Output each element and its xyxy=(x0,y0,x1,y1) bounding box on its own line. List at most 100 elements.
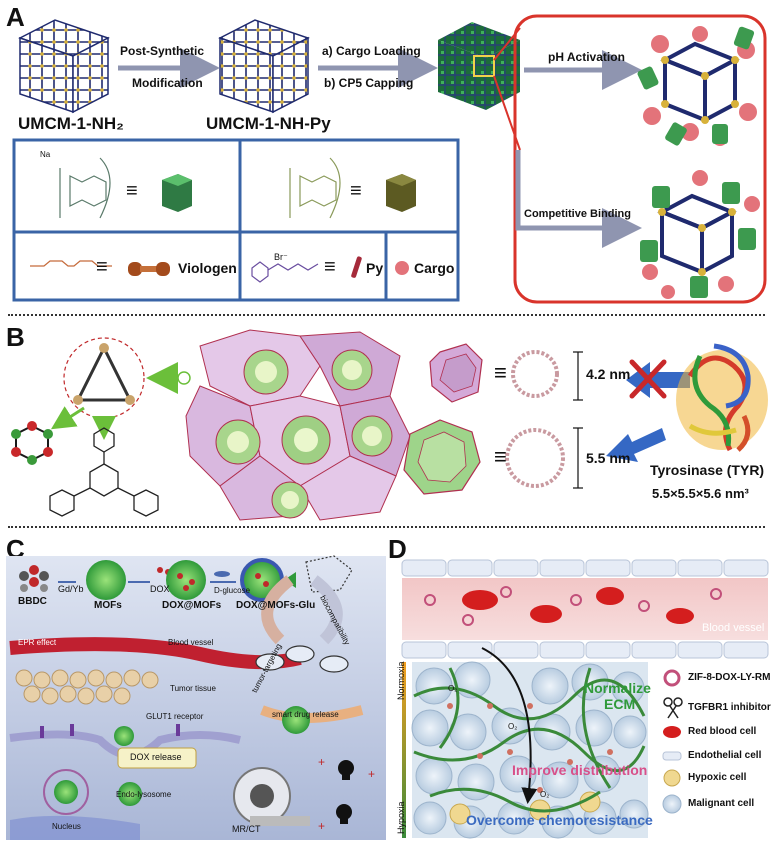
oxygen-gradient-bar xyxy=(402,662,406,838)
ph-released-cage xyxy=(637,26,757,146)
tritopic-ligand-structure xyxy=(49,427,159,517)
legend-label-tgfbr1: TGFBR1 inhibitor xyxy=(688,702,771,713)
svg-text:+: + xyxy=(318,819,325,833)
metal-cluster-icon xyxy=(11,421,53,465)
svg-text:+: + xyxy=(368,767,375,781)
label-dox: DOX xyxy=(150,584,170,594)
skull-icon xyxy=(336,760,354,824)
mr-ct-scanner-icon xyxy=(233,767,310,826)
separator-ab xyxy=(8,314,765,316)
triangle-node xyxy=(75,344,133,402)
small-cage-icon xyxy=(429,343,483,403)
endosome xyxy=(43,769,89,815)
distribution-arrow xyxy=(481,647,538,804)
dox-release-box xyxy=(117,747,197,769)
equiv-large: ≡ xyxy=(494,444,507,469)
viologen-icon xyxy=(128,262,170,276)
label-modification: Modification xyxy=(132,76,203,90)
umcm-nh2-crystal xyxy=(18,19,110,114)
panel-letter-d: D xyxy=(388,534,407,564)
panel-b-graphic xyxy=(11,329,768,521)
label-o2-2: O₂ xyxy=(508,722,518,731)
glut1-receptors xyxy=(40,724,180,738)
label-tumor-tissue: Tumor tissue xyxy=(170,684,216,693)
label-tyrosinase: Tyrosinase (TYR) xyxy=(650,462,765,478)
mof-cage-network xyxy=(185,329,411,521)
legend-label-hypoxic: Hypoxic cell xyxy=(688,772,747,783)
label-small-cage-size: 4.2 nm xyxy=(586,366,631,382)
label-cargo-loading: a) Cargo Loading xyxy=(322,44,421,58)
cargo-icon xyxy=(395,261,409,275)
label-mofs: MOFs xyxy=(94,600,122,611)
label-cp5-capping: b) CP5 Capping xyxy=(324,76,414,90)
label-normalize: Normalize xyxy=(584,680,651,696)
label-dox-mofs-glu: DOX@MOFs-Glu xyxy=(236,600,316,611)
legend-scissors-icon xyxy=(663,697,683,719)
label-blood-vessel-d: Blood vessel xyxy=(702,622,765,634)
endothelial-row-top xyxy=(401,559,769,577)
label-py: Py xyxy=(366,260,384,276)
label-br: Br⁻ xyxy=(274,252,288,262)
label-nucleus: Nucleus xyxy=(52,822,81,831)
equiv-1: ≡ xyxy=(126,180,138,202)
equiv-2: ≡ xyxy=(350,180,362,202)
panel-d-graphic xyxy=(401,559,769,839)
label-dox-mofs: DOX@MOFs xyxy=(162,600,222,611)
label-post-synthetic: Post-Synthetic xyxy=(120,44,205,58)
label-dox-release: DOX release xyxy=(130,752,182,762)
panel-letter-a: A xyxy=(6,2,25,32)
arrow-competitive-binding xyxy=(515,150,642,248)
competitive-binding-cage xyxy=(640,170,760,299)
tumor-tissue xyxy=(15,669,159,705)
label-smart-drug-release: smart drug release xyxy=(272,710,339,719)
legend-malignant-icon xyxy=(662,794,682,814)
label-tyrosinase-size: 5.5×5.5×5.6 nm³ xyxy=(652,486,749,501)
label-endo-lysosome: Endo-lysosome xyxy=(116,790,172,799)
label-competitive-binding: Competitive Binding xyxy=(524,208,631,220)
nucleus xyxy=(10,815,140,840)
fish-group-icon xyxy=(255,645,349,673)
label-d-glucose: D-glucose xyxy=(214,586,251,595)
blue-arrow-enter xyxy=(606,428,666,462)
label-umcm-nhpy: UMCM-1-NH-Py xyxy=(206,114,331,133)
cp5-ring-icon xyxy=(162,174,192,212)
dimension-arrow-large xyxy=(573,427,583,489)
node-zoom-circle xyxy=(63,337,145,419)
py-icon xyxy=(351,256,362,278)
bbdc-molecule xyxy=(19,565,49,592)
large-cage-icon xyxy=(403,419,481,495)
label-umcm-nh2: UMCM-1-NH₂ xyxy=(18,114,124,133)
panel-a-graphic xyxy=(12,14,767,304)
label-large-cage-size: 5.5 nm xyxy=(586,450,631,466)
label-viologen: Viologen xyxy=(178,260,237,276)
label-cargo: Cargo xyxy=(414,260,455,276)
endothelial-row-bottom xyxy=(401,641,769,659)
label-na: Na xyxy=(40,150,51,159)
label-o2-1: O₂ xyxy=(448,684,458,693)
legend-label-endothelial: Endothelial cell xyxy=(688,750,762,761)
legend-label-nanoparticle: ZIF-8-DOX-LY-RM xyxy=(688,672,771,683)
label-gd-yb: Gd/Yb xyxy=(58,584,84,594)
legend-label-rbc: Red blood cell xyxy=(688,726,757,737)
panel-letter-b: B xyxy=(6,322,25,352)
nanoparticles-in-vessel xyxy=(424,586,722,626)
malignant-cells xyxy=(411,661,649,839)
red-blood-cells xyxy=(462,587,694,624)
equiv-4: ≡ xyxy=(324,256,336,278)
label-hypoxia: Hypoxia xyxy=(396,801,406,834)
equiv-3: ≡ xyxy=(96,256,108,278)
legend-endothelial-icon xyxy=(662,751,682,761)
label-normoxia: Normoxia xyxy=(396,661,406,700)
label-epr-effect: EPR effect xyxy=(18,638,57,647)
legend-label-malignant: Malignant cell xyxy=(688,798,755,809)
equiv-small: ≡ xyxy=(494,360,507,385)
cp5-structure-1 xyxy=(59,157,111,219)
separator-bc xyxy=(8,526,765,528)
label-o2-3: O₂ xyxy=(540,790,550,799)
blood-vessel-d xyxy=(402,578,768,640)
svg-text:+: + xyxy=(318,755,325,769)
zoom-box xyxy=(513,14,767,304)
tyrosinase-protein-icon xyxy=(676,343,768,452)
legend-rbc-icon xyxy=(663,726,681,738)
legend-box xyxy=(12,138,460,302)
